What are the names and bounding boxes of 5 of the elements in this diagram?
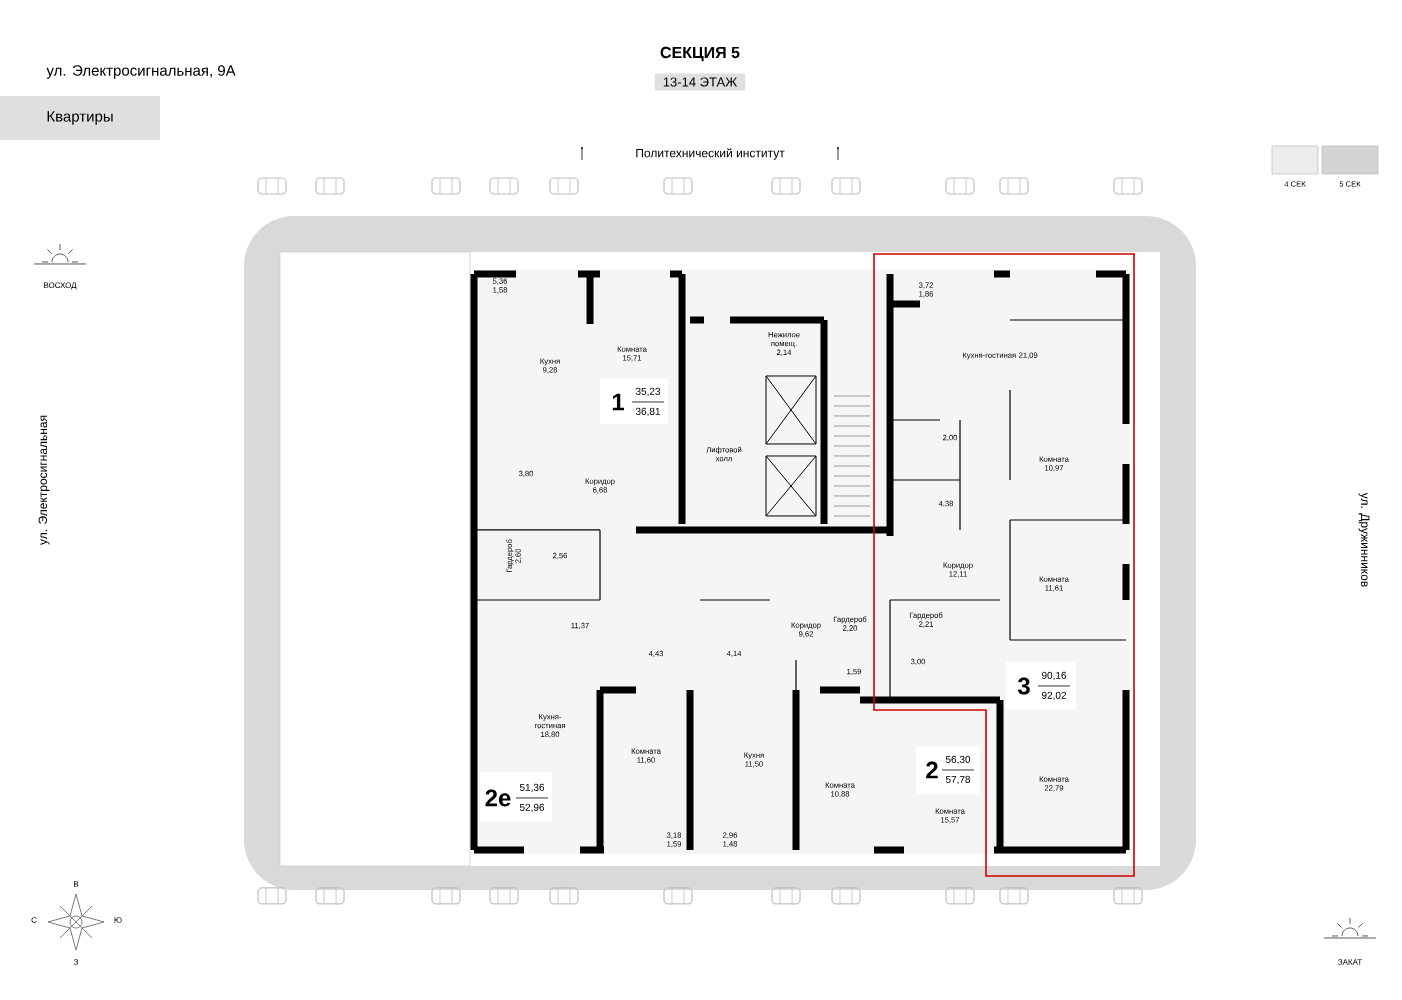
apartment-number: 2е [485,789,511,807]
apartment-number: 3 [1017,677,1030,695]
apartment-number: 1 [612,393,624,411]
section-title: СЕКЦИЯ 5 [660,46,740,62]
apartment-number: 2 [926,761,938,779]
